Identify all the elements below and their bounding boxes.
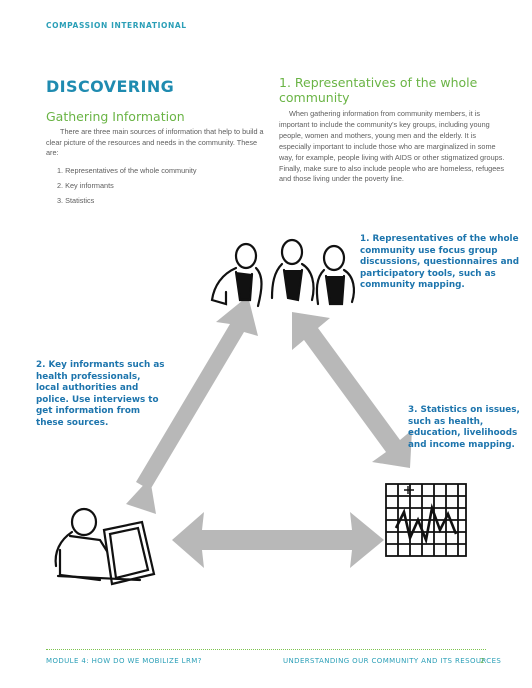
list-item: 2. Key informants bbox=[57, 181, 114, 190]
footer-divider bbox=[46, 649, 486, 650]
caption-representatives: 1. Representatives of the whole communit… bbox=[360, 234, 520, 291]
statistics-chart-sketch bbox=[385, 483, 467, 557]
section-title: DISCOVERING bbox=[46, 77, 175, 96]
page-number: 2 bbox=[480, 657, 485, 665]
arrow-left bbox=[126, 296, 258, 514]
people-group-sketch bbox=[210, 238, 355, 308]
right-heading: 1. Representatives of the whole communit… bbox=[279, 75, 478, 105]
arrow-right bbox=[292, 312, 412, 468]
laptop-person-sketch bbox=[54, 507, 156, 586]
header-org-name: COMPASSION INTERNATIONAL bbox=[46, 21, 187, 30]
list-item: 1. Representatives of the whole communit… bbox=[57, 166, 197, 175]
footer-section-label: UNDERSTANDING OUR COMMUNITY AND ITS RESO… bbox=[283, 657, 502, 665]
right-paragraph: When gathering information from communit… bbox=[279, 109, 505, 184]
caption-statistics: 3. Statistics on issues, such as health,… bbox=[408, 405, 520, 450]
subsection-title: Gathering Information bbox=[46, 109, 185, 124]
caption-key-informants: 2. Key informants such as health profess… bbox=[36, 360, 165, 428]
intro-paragraph: There are three main sources of informat… bbox=[46, 127, 264, 158]
list-item: 3. Statistics bbox=[57, 196, 95, 205]
sources-list: 1. Representatives of the whole communit… bbox=[57, 166, 197, 211]
footer-module-label: MODULE 4: HOW DO WE MOBILIZE LRM? bbox=[46, 657, 202, 665]
arrow-bottom bbox=[172, 512, 384, 568]
